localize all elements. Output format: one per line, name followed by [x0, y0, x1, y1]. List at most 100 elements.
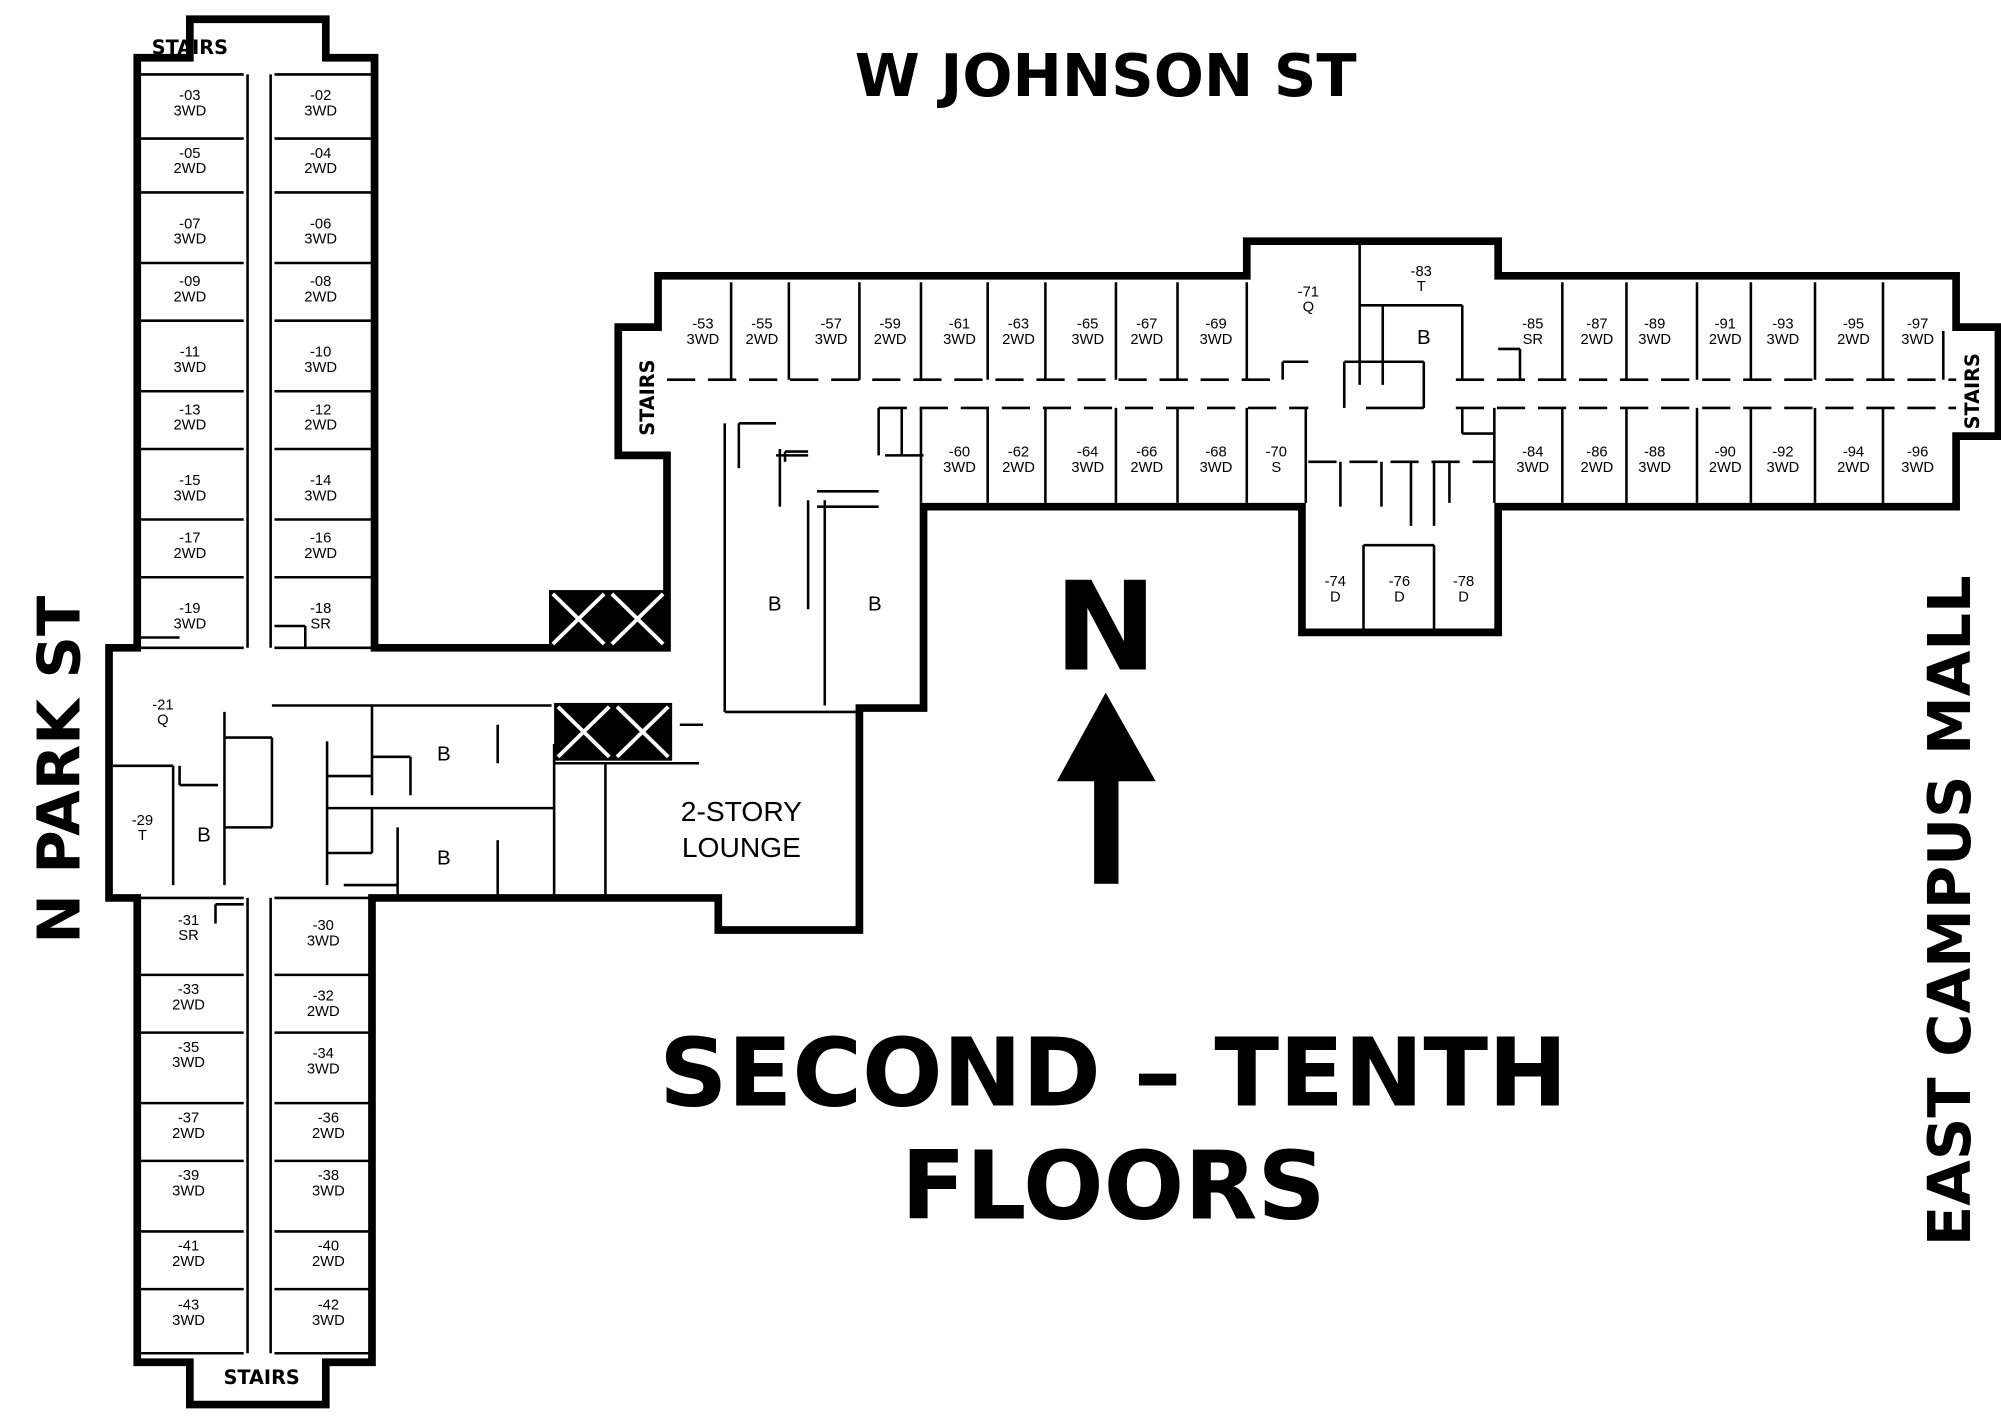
room-type: 3WD	[943, 460, 976, 476]
room-type: 3WD	[687, 332, 720, 348]
room-type: 2WD	[312, 1126, 345, 1142]
stairs-label-west: STAIRS	[636, 360, 659, 436]
room: -21Q	[152, 697, 173, 728]
room-type: 3WD	[307, 1062, 340, 1078]
room-number: -71	[1298, 284, 1319, 300]
room-type: 3WD	[304, 360, 337, 376]
room-number: -42	[318, 1298, 339, 1314]
room-number: -03	[179, 88, 200, 104]
room-type: 3WD	[1767, 460, 1800, 476]
room-number: -43	[178, 1298, 199, 1314]
room-type: 3WD	[1901, 332, 1934, 348]
room-type: 3WD	[172, 1313, 205, 1329]
room-type: 2WD	[173, 418, 206, 434]
bathroom-label: B	[437, 743, 451, 766]
room-type: 3WD	[815, 332, 848, 348]
elevator-shafts	[548, 590, 673, 761]
room-number: -19	[179, 601, 200, 617]
room-type: 2WD	[1002, 460, 1035, 476]
room-type: 3WD	[943, 332, 976, 348]
room-number: -85	[1522, 316, 1543, 332]
room-number: -94	[1843, 445, 1864, 461]
room-type: Q	[1303, 300, 1314, 316]
bathroom-label: B	[768, 593, 782, 616]
room-number: -15	[179, 473, 200, 489]
floor-title-line1: SECOND – TENTH	[659, 1019, 1567, 1129]
room-number: -09	[179, 274, 200, 290]
room-number: -11	[180, 345, 200, 361]
stairs-label-nw: STAIRS	[152, 36, 228, 59]
room-number: -84	[1522, 445, 1543, 461]
compass-letter: N	[1054, 557, 1157, 700]
room-type: 2WD	[304, 418, 337, 434]
room-type: 2WD	[1709, 332, 1742, 348]
room-number: -17	[179, 531, 200, 547]
room-type: 2WD	[1581, 460, 1614, 476]
room-number: -65	[1077, 316, 1098, 332]
room-number: -76	[1389, 574, 1410, 590]
room-type: 2WD	[172, 998, 205, 1014]
room-number: -06	[310, 216, 331, 232]
room-type: 3WD	[173, 232, 206, 248]
room-type: 3WD	[304, 232, 337, 248]
room-type: 2WD	[1709, 460, 1742, 476]
room-type: Q	[157, 713, 168, 729]
room-type: 2WD	[172, 1126, 205, 1142]
room-type: 2WD	[1581, 332, 1614, 348]
stairs-label-sw: STAIRS	[224, 1366, 300, 1389]
room-number: -63	[1008, 316, 1029, 332]
room-number: -57	[821, 316, 842, 332]
room-number: -37	[178, 1110, 199, 1126]
room-number: -69	[1205, 316, 1226, 332]
room-number: -05	[179, 146, 200, 162]
room: -71Q	[1298, 284, 1319, 315]
bathroom-label: B	[437, 847, 451, 870]
room-number: -70	[1266, 445, 1287, 461]
room-number: -36	[318, 1110, 339, 1126]
room-number: -30	[313, 918, 334, 934]
room-type: 2WD	[173, 161, 206, 177]
room-type: T	[138, 828, 147, 844]
room-number: -13	[179, 402, 200, 418]
room-number: -39	[178, 1168, 199, 1184]
room-type: 3WD	[1200, 332, 1233, 348]
bathroom-label: B	[197, 823, 211, 846]
room-number: -18	[310, 601, 331, 617]
room-type: 3WD	[312, 1183, 345, 1199]
room-number: -59	[880, 316, 901, 332]
room-type: S	[1271, 460, 1281, 476]
room-type: 2WD	[304, 161, 337, 177]
room-type: 2WD	[1837, 332, 1870, 348]
room-number: -97	[1907, 316, 1928, 332]
interior-walls	[112, 73, 1957, 1355]
room-type: D	[1330, 590, 1341, 606]
elevator-x-mark	[551, 592, 606, 646]
